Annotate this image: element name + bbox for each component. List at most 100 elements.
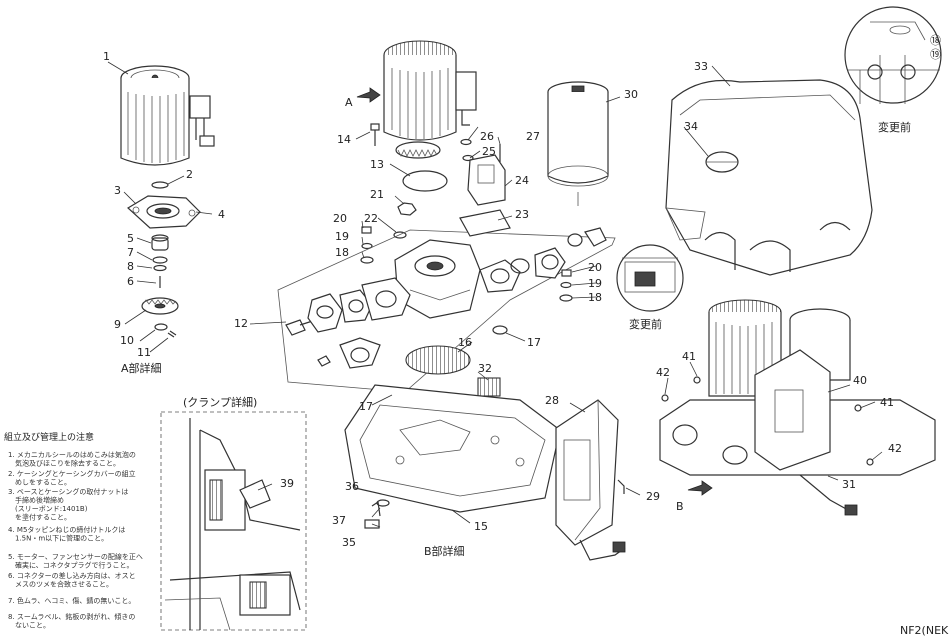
clamp-detail <box>160 411 307 631</box>
caption-before-change-middle: 変更前 <box>629 317 662 331</box>
note-item: 1. メカニカルシールのはめこみは気泡の 気泡及びほこりを除去すること。 <box>8 450 136 468</box>
label-19a: 19 <box>335 230 349 243</box>
motor-part-1 <box>120 65 215 166</box>
washer-part-18-left <box>360 256 374 264</box>
impeller-part-9 <box>141 297 179 315</box>
label-32: 32 <box>478 362 492 375</box>
label-3: 3 <box>114 184 121 197</box>
label-21: 21 <box>370 188 384 201</box>
inset-marker-18: ⑱ <box>930 34 941 47</box>
cover-part-33 <box>665 79 873 276</box>
label-8: 8 <box>127 260 134 273</box>
screw-part-41-left <box>693 376 701 384</box>
notes-title: 組立及び管理上の注意 <box>4 431 94 443</box>
inset-before-change-top <box>844 6 942 104</box>
label-40: 40 <box>853 374 867 387</box>
washer-part-2 <box>151 181 169 189</box>
label-27: 27 <box>526 130 540 143</box>
label-18a: 18 <box>335 246 349 259</box>
pump-casing <box>394 239 481 319</box>
arrow-b <box>687 480 713 496</box>
seal-part-5 <box>151 234 169 251</box>
inset-before-change-middle <box>616 244 684 312</box>
label-28: 28 <box>545 394 559 407</box>
note-item: 7. 色ムラ、ヘコミ、傷、錆の無いこと。 <box>8 596 135 605</box>
flange-group-part-12 <box>277 227 616 393</box>
label-23: 23 <box>515 208 529 221</box>
caption-arrow-a: A <box>345 96 353 109</box>
label-15: 15 <box>474 520 488 533</box>
note-item: 3. ベースとケーシングの取付ナットは 手締め後増締め (スリーボンド:1401… <box>8 487 128 522</box>
note-item: 2. ケーシングとケーシングカバーの組立 めしをすること。 <box>8 469 136 487</box>
screw-part-42-right <box>866 458 874 466</box>
caption-a-detail: A部詳細 <box>121 361 162 375</box>
nut-part-21 <box>397 202 417 216</box>
arrow-a <box>356 87 381 103</box>
o-ring-part-13 <box>402 170 448 192</box>
washer-part-19-left <box>361 242 373 250</box>
note-item: 8. スームラベル、銘板の剥がれ、傾きの ないこと。 <box>8 612 135 630</box>
ring-part-7 <box>152 256 168 264</box>
nut-part-20-left <box>361 226 372 234</box>
label-31: 31 <box>842 478 856 491</box>
gasket-part-23 <box>459 209 511 237</box>
label-4: 4 <box>218 208 225 221</box>
label-6: 6 <box>127 275 134 288</box>
label-42b: 42 <box>888 442 902 455</box>
label-2: 2 <box>186 168 193 181</box>
label-17a: 17 <box>359 400 373 413</box>
label-30: 30 <box>624 88 638 101</box>
washer-part-18-right <box>559 294 573 302</box>
label-20a: 20 <box>333 212 347 225</box>
label-12: 12 <box>234 317 248 330</box>
label-16: 16 <box>458 336 472 349</box>
bushing-part-17-right <box>492 325 508 335</box>
washer-part-25 <box>462 154 474 162</box>
inset-marker-19: ⑲ <box>930 48 941 61</box>
label-10: 10 <box>120 334 134 347</box>
label-41b: 41 <box>880 396 894 409</box>
note-item: 4. M5タッピンねじの締付けトルクは 1.5N・m以下に管理のこと。 <box>8 525 125 543</box>
nut-part-20-right <box>561 269 572 277</box>
label-26: 26 <box>480 130 494 143</box>
label-35: 35 <box>342 536 356 549</box>
label-18b: 18 <box>588 291 602 304</box>
screw-part-11 <box>167 330 177 338</box>
label-33: 33 <box>694 60 708 73</box>
washer-part-10 <box>154 323 168 331</box>
caption-b-detail: B部詳細 <box>424 544 465 558</box>
label-13: 13 <box>370 158 384 171</box>
part-number-labels: 1 2 3 4 5 7 8 6 9 10 11 12 13 14 15 16 1… <box>103 50 902 549</box>
label-25: 25 <box>482 145 496 158</box>
pressure-switch-part-24 <box>467 154 506 206</box>
label-24: 24 <box>515 174 529 187</box>
ring-part-8 <box>153 264 167 272</box>
footer-code: NF2(NEK <box>900 624 949 637</box>
assembly-notes: 組立及び管理上の注意 1. メカニカルシールのはめこみは気泡の 気泡及びほこりを… <box>4 431 143 630</box>
screw-part-37 <box>371 500 381 517</box>
label-36: 36 <box>345 480 359 493</box>
label-11: 11 <box>137 346 151 359</box>
caption-arrow-b: B <box>676 500 684 513</box>
label-37: 37 <box>332 514 346 527</box>
b-detail-assembly <box>249 40 641 561</box>
label-17b: 17 <box>527 336 541 349</box>
label-20b: 20 <box>588 261 602 274</box>
washer-part-26 <box>460 138 472 146</box>
plate-part-16 <box>405 345 471 375</box>
label-1: 1 <box>103 50 110 63</box>
label-19b: 19 <box>588 277 602 290</box>
label-7: 7 <box>127 246 134 259</box>
caption-clamp-detail: (クランプ詳細) <box>183 395 257 409</box>
controller-part-28 <box>555 399 626 561</box>
base-part-15 <box>344 384 561 513</box>
label-29: 29 <box>646 490 660 503</box>
assembled-pump <box>659 299 936 516</box>
power-cord <box>799 474 849 511</box>
pressure-tank-part-30 <box>547 81 609 206</box>
label-42a: 42 <box>656 366 670 379</box>
note-item: 6. コネクターの差し込み方向は、オスと メスのツメを合致させること。 <box>8 571 136 589</box>
label-22: 22 <box>364 212 378 225</box>
screw-part-42-left <box>661 394 669 402</box>
